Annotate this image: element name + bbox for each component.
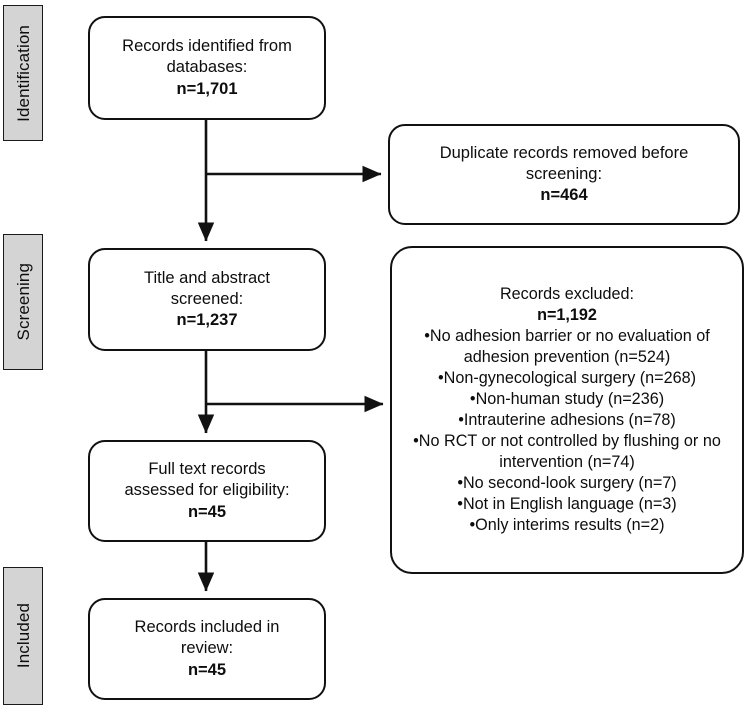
box-line: databases: [166,58,248,77]
exclusion-reason: •No second-look surgery (n=7) [457,473,677,492]
box-count: n=45 [187,660,227,679]
exclusion-reason: •Non-gynecological surgery (n=268) [437,369,697,388]
exclusion-reason: •No RCT or not controlled by flushing or… [413,431,721,471]
phase-label-included: Included [3,567,43,705]
box-count: n=1,237 [176,311,238,330]
phase-label-screening: Screening [3,234,43,370]
phase-label-included-text: Included [13,603,33,669]
exclusion-reason: •Not in English language (n=3) [457,494,677,513]
box-line: review: [180,639,234,658]
box-line: assessed for eligibility: [124,481,290,500]
box-records-identified: Records identified from databases: n=1,7… [88,16,326,120]
box-line: Records identified from [122,37,292,56]
exclusion-reason: •No adhesion barrier or no evaluation of… [424,327,710,367]
box-line: Full text records [148,460,266,479]
box-line: Records included in [134,618,280,637]
box-title-abstract-screened: Title and abstract screened: n=1,237 [88,248,326,351]
box-records-excluded: Records excluded: n=1,192 •No adhesion b… [390,246,744,574]
box-line: Title and abstract [144,268,270,287]
box-full-text-assessed: Full text records assessed for eligibili… [88,440,326,542]
box-heading: Records excluded: [499,285,635,304]
box-count: n=464 [540,186,588,205]
box-count: n=1,701 [176,79,238,98]
box-line: screened: [170,289,244,308]
phase-label-identification-text: Identification [13,24,33,122]
box-duplicate-records-removed: Duplicate records removed before screeni… [388,124,740,225]
box-records-included: Records included in review: n=45 [88,598,326,700]
phase-label-identification: Identification [3,5,43,141]
box-count: n=1,192 [537,306,597,325]
exclusion-reason: •Non-human study (n=236) [469,390,665,409]
box-count: n=45 [187,502,227,521]
phase-label-screening-text: Screening [13,263,33,341]
exclusion-reason: •Only interims results (n=2) [469,515,665,534]
exclusion-reason: •Intrauterine adhesions (n=78) [458,411,676,429]
box-line: screening: [525,164,603,183]
box-line: Duplicate records removed before [439,143,689,162]
